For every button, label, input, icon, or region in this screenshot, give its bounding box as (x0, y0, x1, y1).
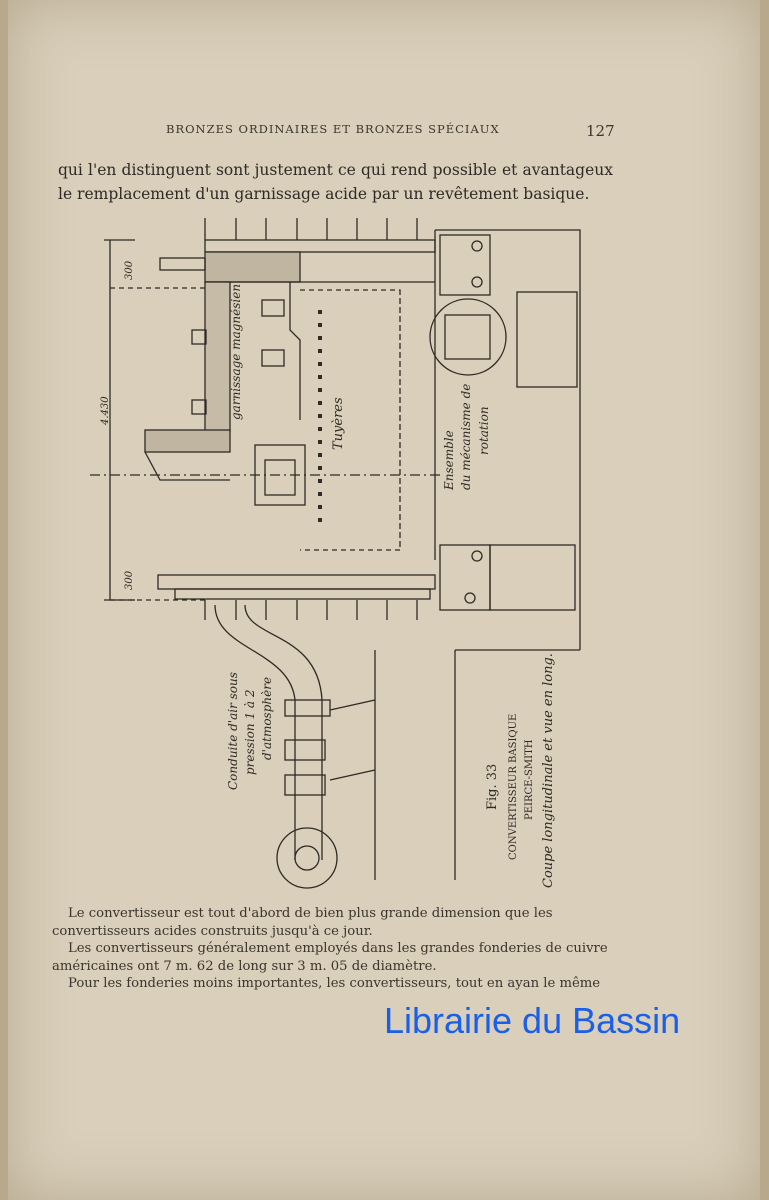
dim-bottom: 300 (124, 570, 135, 590)
caption-title-1: CONVERTISSEUR BASIQUE (508, 714, 519, 860)
hatched-lining-top (204, 251, 301, 283)
page-number: 127 (586, 122, 615, 140)
figure-number: Fig. 33 (485, 764, 500, 810)
dim-height: 4.430 (100, 396, 111, 426)
rotation-label-1: Ensemble (442, 430, 456, 491)
air-label-1: Conduite d'air sous (226, 672, 240, 790)
paragraph: Les convertisseurs généralement employés… (52, 941, 608, 974)
intro-paragraph: qui l'en distinguent sont justement ce q… (58, 161, 613, 203)
caption-subtitle: Coupe longitudinale et vue en long. (541, 653, 556, 888)
running-title: BRONZES ORDINAIRES ET BRONZES SPÉCIAUX (166, 122, 500, 136)
air-label-3: d'atmosphère (260, 677, 274, 760)
top-arrows (204, 218, 418, 240)
air-label-2: pression 1 à 2 (243, 690, 257, 776)
lining-label: garnissage magnésien (229, 284, 243, 420)
paragraph: Pour les fonderies moins importantes, le… (68, 976, 601, 991)
rotation-label-3: rotation (477, 406, 491, 455)
body-text: Le convertisseur est tout d'abord de bie… (52, 905, 612, 993)
caption-title-2: PEIRCE-SMITH (524, 739, 535, 820)
paragraph: Le convertisseur est tout d'abord de bie… (52, 906, 553, 939)
watermark: Librairie du Bassin (384, 1000, 681, 1041)
lining-wall (204, 281, 231, 433)
rotation-label-2: du mécanisme de (459, 384, 473, 490)
dim-top: 300 (124, 260, 135, 280)
tuyeres-label: Tuyères (331, 397, 346, 450)
